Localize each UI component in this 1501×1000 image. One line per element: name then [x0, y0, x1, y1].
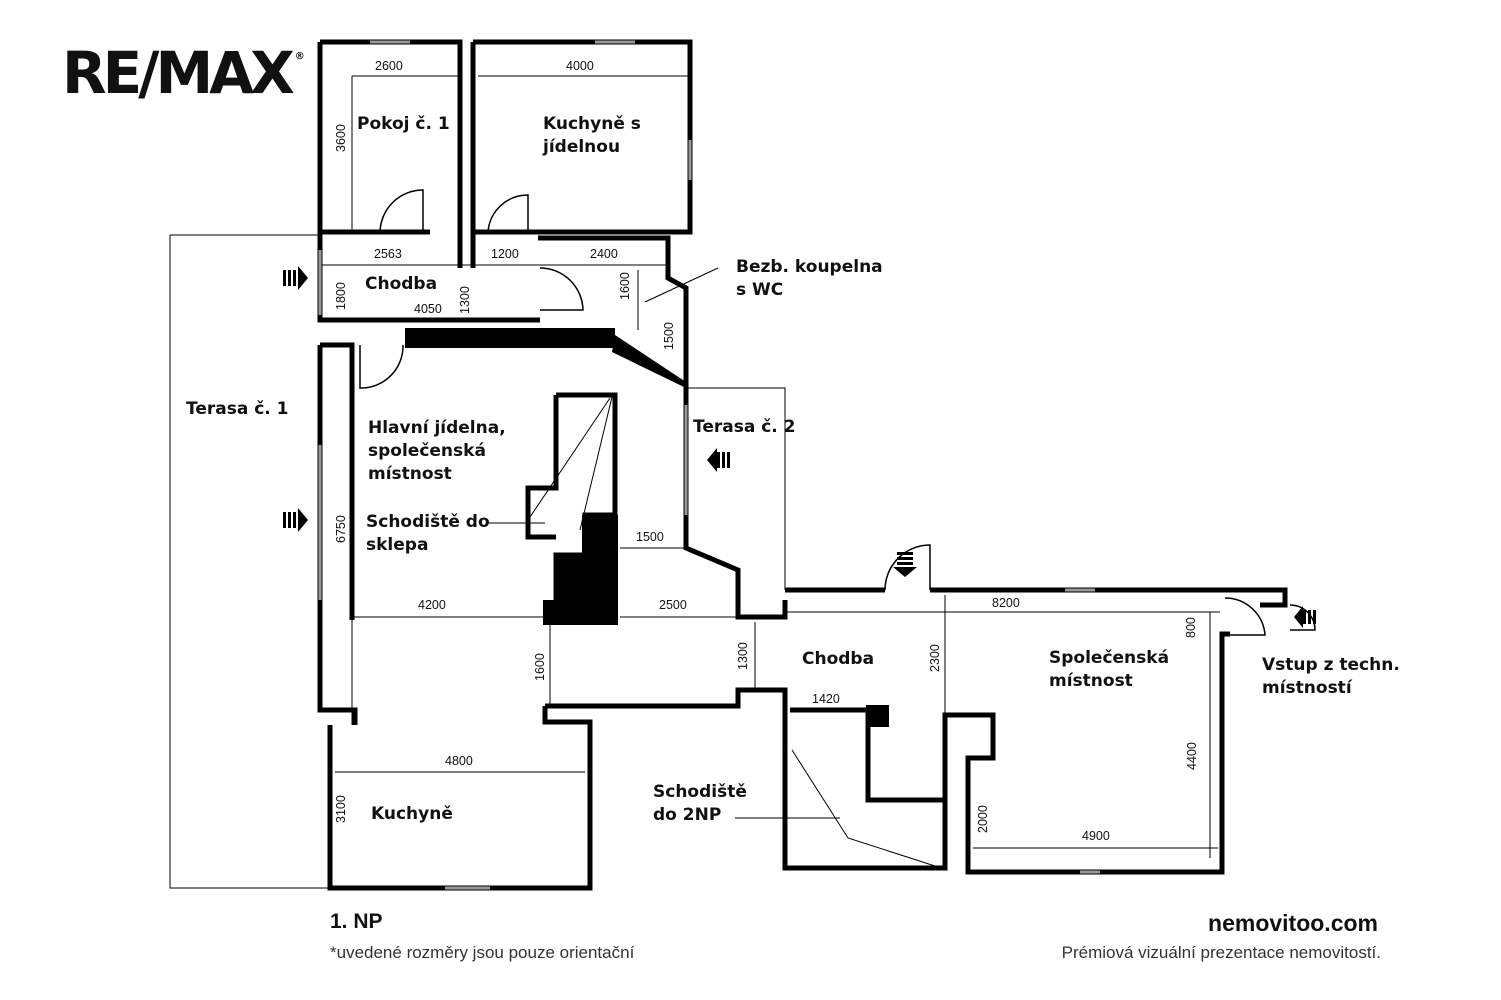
stair-block-3: [543, 600, 563, 625]
dim-label: 1200: [491, 247, 519, 261]
dim-label: 6750: [334, 515, 348, 543]
room-koupelna: Bezb. koupelna s WC: [736, 257, 883, 300]
room-vstup: Vstup z techn. místností: [1262, 655, 1400, 698]
room-hlavni-jidelna: Hlavní jídelna, společenská místnost: [368, 418, 506, 484]
dim-label: 2563: [374, 247, 402, 261]
dim-label: 4900: [1082, 829, 1110, 843]
dim-label: 1800: [334, 282, 348, 310]
dim-label: 3600: [334, 124, 348, 152]
wall-pokoj: [317, 39, 463, 268]
dim-label: 2000: [976, 805, 990, 833]
dim-label: 1420: [812, 692, 840, 706]
room-schodiste-2np: Schodiště do 2NP: [653, 782, 747, 825]
dim-label: 4400: [1185, 742, 1199, 770]
room-spolecenska-mistnost: Společenská místnost: [1049, 648, 1170, 691]
room-terasa-2: Terasa č. 2: [693, 417, 796, 437]
dim-label: 1500: [636, 530, 664, 544]
dim-label: 4050: [414, 302, 442, 316]
site-tagline: Prémiová vizuální prezentace nemovitostí…: [1061, 943, 1381, 962]
dim-label: 1600: [533, 653, 547, 681]
wall-terasa2-edge: [683, 385, 788, 620]
floor-label: 1. NP: [330, 910, 383, 933]
dim-label: 4000: [566, 59, 594, 73]
wall-solid-1: [405, 328, 615, 348]
dim-label: 4200: [418, 598, 446, 612]
site-link[interactable]: nemovitoo.com: [1208, 910, 1378, 936]
room-schodiste-sklep: Schodiště do sklepa: [366, 512, 490, 555]
dim-label: 3100: [334, 795, 348, 823]
column: [866, 705, 889, 727]
room-chodba-top: Chodba: [365, 274, 438, 294]
remax-logo: RE/MAX®: [62, 39, 305, 107]
dim-label: 1300: [458, 286, 472, 314]
room-chodba-bottom: Chodba: [802, 649, 875, 669]
stair-block-1: [582, 515, 618, 625]
dim-label: 800: [1184, 617, 1198, 638]
room-pokoj-1: Pokoj č. 1: [357, 114, 450, 134]
wall-solid-2: [612, 335, 686, 388]
entry-arrow-icons: [283, 266, 1316, 628]
room-kuchyne: Kuchyně: [371, 804, 453, 824]
wall-spolecenska-top: [785, 587, 1288, 608]
room-terasa-1: Terasa č. 1: [186, 399, 289, 419]
wall-kuchyne: [327, 706, 593, 891]
dim-label: 1300: [736, 642, 750, 670]
dim-label: 1500: [662, 322, 676, 350]
dim-label: 8200: [992, 596, 1020, 610]
room-kuchyne-s-jidelnou: Kuchyně s jídelnou: [543, 114, 641, 157]
dim-label: 2300: [928, 644, 942, 672]
dim-label: 4800: [445, 754, 473, 768]
dim-label: 1600: [618, 272, 632, 300]
dim-label: 2600: [375, 59, 403, 73]
dim-label: 2500: [659, 598, 687, 612]
dimension-note: *uvedené rozměry jsou pouze orientační: [330, 943, 635, 962]
wall-chodba-top: [317, 229, 689, 385]
dim-label: 2400: [590, 247, 618, 261]
wall-vstup: [1219, 631, 1230, 640]
